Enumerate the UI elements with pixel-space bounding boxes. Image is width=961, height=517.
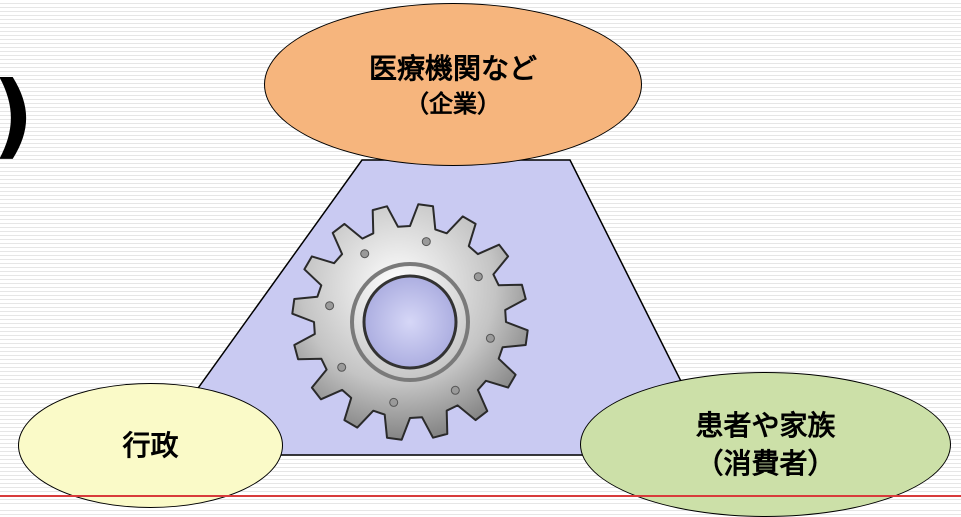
gear-bolt	[389, 397, 399, 407]
accent-rule	[0, 495, 961, 497]
node-admin-title: 行政	[122, 428, 179, 462]
gear-bolt	[325, 301, 335, 311]
node-patient-title: 患者や家族	[695, 408, 836, 442]
node-administration: 行政	[18, 383, 283, 508]
node-medical-subtitle: （企業）	[405, 89, 501, 118]
node-patient-subtitle: （消費者）	[695, 446, 836, 480]
gear-bolt	[450, 385, 460, 395]
node-medical-institutions: 医療機関など （企業）	[264, 3, 642, 166]
gear-bolt	[337, 362, 347, 372]
gear-bolt	[485, 333, 495, 343]
gear-icon	[291, 203, 529, 441]
left-bracket: )	[0, 70, 34, 162]
gear-bolt	[421, 237, 431, 247]
node-medical-title: 医療機関など	[368, 51, 537, 85]
gear-bolt	[473, 272, 483, 282]
gear-bolt	[360, 249, 370, 259]
node-patients-families: 患者や家族 （消費者）	[580, 372, 951, 517]
